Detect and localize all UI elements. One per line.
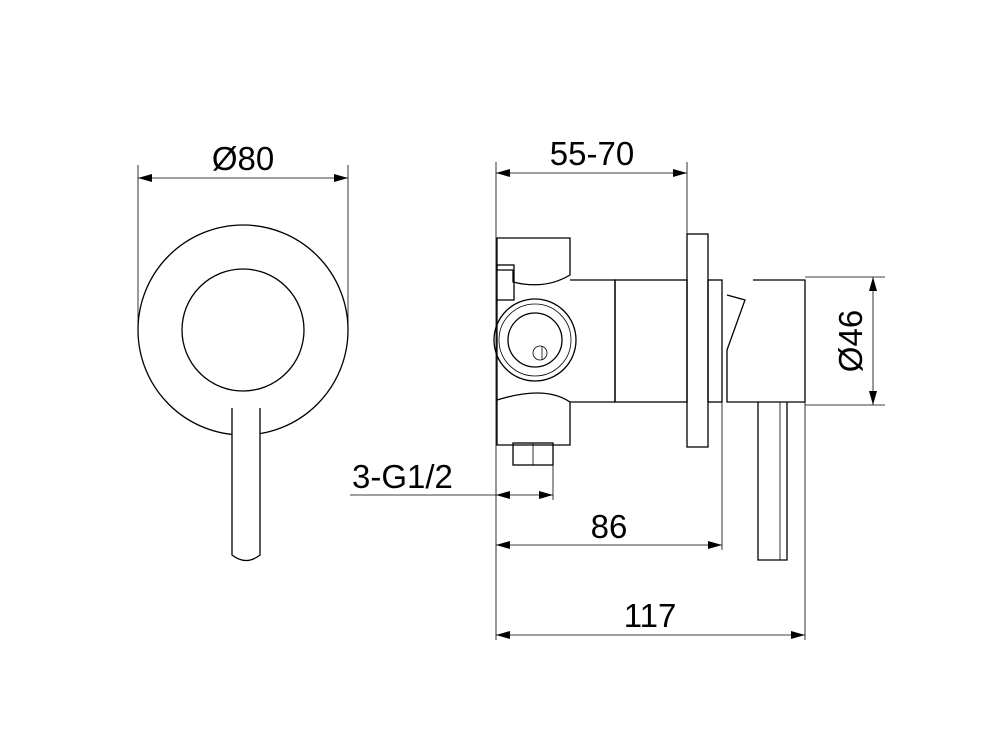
valve-bottom-block — [496, 300, 571, 446]
handle-body — [726, 279, 806, 403]
dimension-117: 117 — [624, 597, 677, 634]
flange-ring — [707, 279, 723, 403]
valve-body-neck — [570, 279, 616, 403]
valve-top-block — [496, 237, 571, 286]
side-lever — [757, 402, 788, 561]
inlet-port-outer — [493, 298, 577, 382]
inlet-port-thread — [498, 303, 572, 377]
inlet-port-inner — [507, 312, 563, 368]
front-view: Ø80 — [137, 140, 349, 562]
dimension-connection-g12: 3-G1/2 — [352, 458, 453, 495]
cartridge-sleeve — [614, 279, 688, 403]
side-view: 55-70 Ø46 3-G1/2 86 117 — [350, 135, 885, 640]
dimension-depth-55-70: 55-70 — [550, 135, 634, 172]
check-valve-screw — [532, 345, 548, 361]
dimension-86: 86 — [591, 508, 628, 545]
valve-top-clip — [496, 264, 515, 301]
cover-plate-outline — [137, 224, 349, 436]
handle-base-outline — [181, 268, 305, 392]
dimension-diameter-46: Ø46 — [832, 310, 869, 372]
wall-flange — [686, 233, 709, 448]
dimension-diameter-80: Ø80 — [212, 140, 274, 177]
lever-outline — [231, 408, 261, 562]
